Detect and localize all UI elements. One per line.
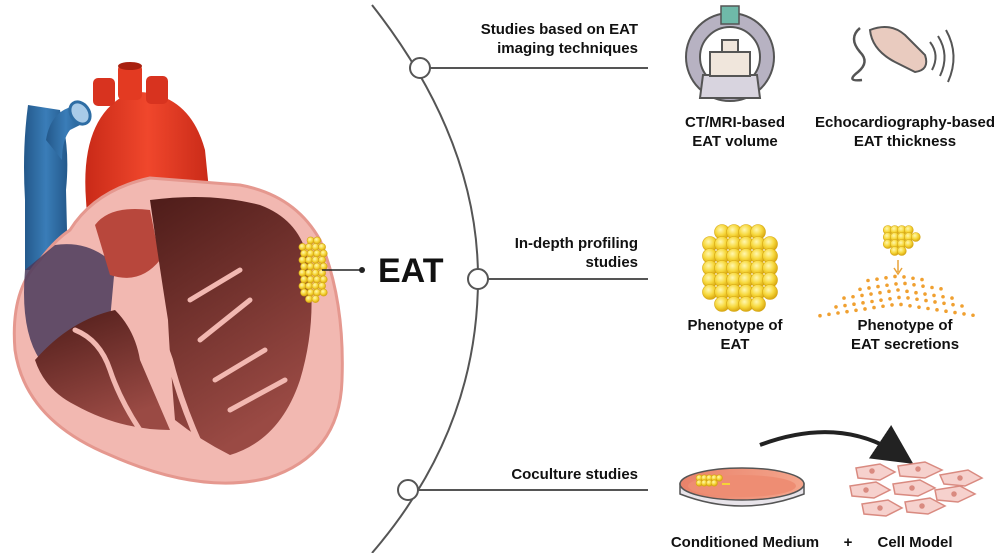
aorta-branch-3 <box>146 76 168 104</box>
ct-scanner-icon <box>685 5 775 102</box>
echo-label-line2: EAT thickness <box>853 133 957 150</box>
plus-sign: + <box>843 534 853 551</box>
eat-small-fat-cluster-icon <box>882 225 921 256</box>
left-ventricle-lower <box>35 310 170 430</box>
cell-model-icon <box>849 461 984 517</box>
cell-model-label: Cell Model <box>877 534 953 551</box>
secretion-arrow-icon <box>893 260 903 276</box>
culture-dish-icon <box>679 467 805 507</box>
echo-label-line1: Echocardiography-based <box>814 114 996 131</box>
ultrasound-probe-icon <box>851 25 955 83</box>
eat-center-label: EAT <box>378 252 444 290</box>
ventricle-divider <box>72 327 143 433</box>
branch-label-imaging-line1: Studies based on EAT <box>480 21 638 38</box>
echo-label: Echocardiography-based EAT thickness <box>810 113 1000 151</box>
eat-pointer-dot <box>359 267 365 273</box>
eat-fat-cluster-icon <box>702 224 778 312</box>
branch-label-imaging-line2: imaging techniques <box>497 40 638 57</box>
branch-label-profiling-line2: studies <box>585 254 638 271</box>
right-atrium <box>24 244 115 360</box>
ct-mri-label-line1: CT/MRI-based <box>684 114 785 131</box>
branch-node-coculture[interactable] <box>397 479 419 501</box>
branch-label-imaging: Studies based on EAT imaging techniques <box>438 20 638 58</box>
phenotype-secretions-label: Phenotype of EAT secretions <box>820 316 990 354</box>
heart-illustration <box>12 62 344 485</box>
heart-fat-patch <box>298 236 328 303</box>
eat-secretions-dots-icon <box>818 274 975 318</box>
conditioned-medium-label: Conditioned Medium <box>670 534 820 551</box>
curved-arrow <box>759 425 914 464</box>
aorta-branch-2 <box>118 64 142 100</box>
chordae <box>187 267 288 413</box>
ct-mri-label: CT/MRI-based EAT volume <box>660 113 810 151</box>
phenotype-eat-label-line2: EAT <box>720 336 750 353</box>
branch-label-profiling: In-depth profiling studies <box>438 234 638 272</box>
aorta-branch-1 <box>93 78 115 106</box>
ventricle-main <box>150 196 312 455</box>
atrium-chamber <box>95 209 160 278</box>
branch-label-coculture-line1: Coculture studies <box>511 466 638 483</box>
branch-node-profiling[interactable] <box>467 268 489 290</box>
branch-label-coculture: Coculture studies <box>438 465 638 484</box>
aorta-opening <box>118 62 142 70</box>
phenotype-eat-label-line1: Phenotype of <box>687 317 783 334</box>
phenotype-secretions-label-line1: Phenotype of <box>857 317 953 334</box>
phenotype-eat-label: Phenotype of EAT <box>660 316 810 354</box>
branch-label-profiling-line1: In-depth profiling <box>514 235 638 252</box>
branch-node-imaging[interactable] <box>409 57 431 79</box>
vena-cava-opening <box>68 100 92 126</box>
phenotype-secretions-label-line2: EAT secretions <box>850 336 960 353</box>
ct-mri-label-line2: EAT volume <box>692 133 778 150</box>
septum <box>137 297 203 448</box>
